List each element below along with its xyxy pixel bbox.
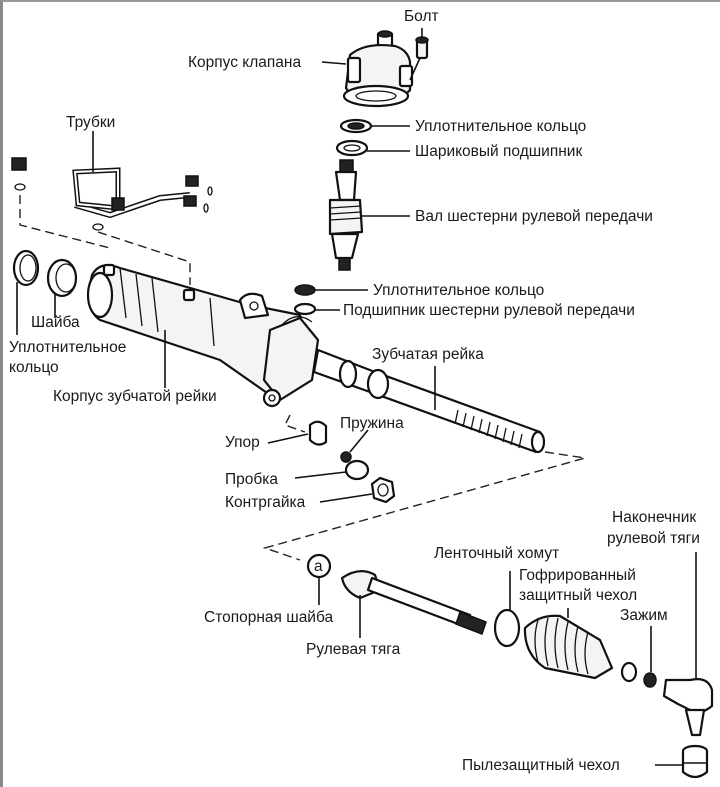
label-bellows-2: защитный чехол [519,587,637,604]
label-locknut: Контргайка [225,494,306,511]
seal-ring-left-part [12,249,40,287]
label-plug: Пробка [225,471,278,488]
label-bolt: Болт [404,8,439,25]
label-seal-ring-left-1: Уплотнительное [9,339,126,356]
label-washer: Шайба [31,314,80,331]
bolt-part [409,36,429,81]
label-seal-ring-mid: Уплотнительное кольцо [373,282,544,299]
label-ball-bearing: Шариковый подшипник [415,143,582,160]
seal-ring-top-part [339,118,373,134]
label-valve-body: Корпус клапана [188,54,301,71]
lock-washer-part: a [306,553,332,579]
label-seal-ring-top: Уплотнительное кольцо [415,118,586,135]
band-clamp-part [493,608,521,648]
rack-housing-part [86,263,320,408]
label-lock-washer: Стопорная шайба [204,609,333,626]
seal-ring-mid-part [294,284,316,296]
label-rack: Зубчатая рейка [372,346,484,363]
label-pinion-bearing: Подшипник шестерни рулевой передачи [343,302,635,319]
bellows-part [523,614,614,680]
label-tie-rod: Рулевая тяга [306,641,401,658]
tie-rod-part [340,570,487,635]
tubes-part [11,150,213,231]
tie-rod-end-part [662,678,714,737]
label-pinion-shaft: Вал шестерни рулевой передачи [415,208,653,225]
label-tie-rod-end-1: Наконечник [612,509,696,526]
locknut-part [370,476,396,504]
washer-part [46,258,78,298]
label-dust-boot: Пылезащитный чехол [462,757,620,774]
clip-part [620,661,657,688]
label-stop: Упор [225,434,260,451]
svg-text:a: a [314,558,323,575]
label-band-clamp: Ленточный хомут [434,545,559,562]
ball-bearing-part [335,139,369,157]
rack-part [312,348,546,454]
label-clip: Зажим [620,607,668,624]
label-spring: Пружина [340,415,404,432]
plug-part [344,459,370,481]
label-seal-ring-left-2: кольцо [9,359,59,376]
dust-boot-part [681,744,709,779]
pinion-shaft-part [328,159,364,271]
label-bellows-1: Гофрированный [519,567,636,584]
stop-part [308,420,328,446]
label-tie-rod-end-2: рулевой тяги [607,530,700,547]
label-tubes: Трубки [66,114,115,131]
label-rack-housing: Корпус зубчатой рейки [53,388,217,405]
spring-part [340,451,352,463]
leader-lines [16,28,697,766]
valve-body-part [342,30,414,108]
pinion-bearing-part [293,302,317,316]
